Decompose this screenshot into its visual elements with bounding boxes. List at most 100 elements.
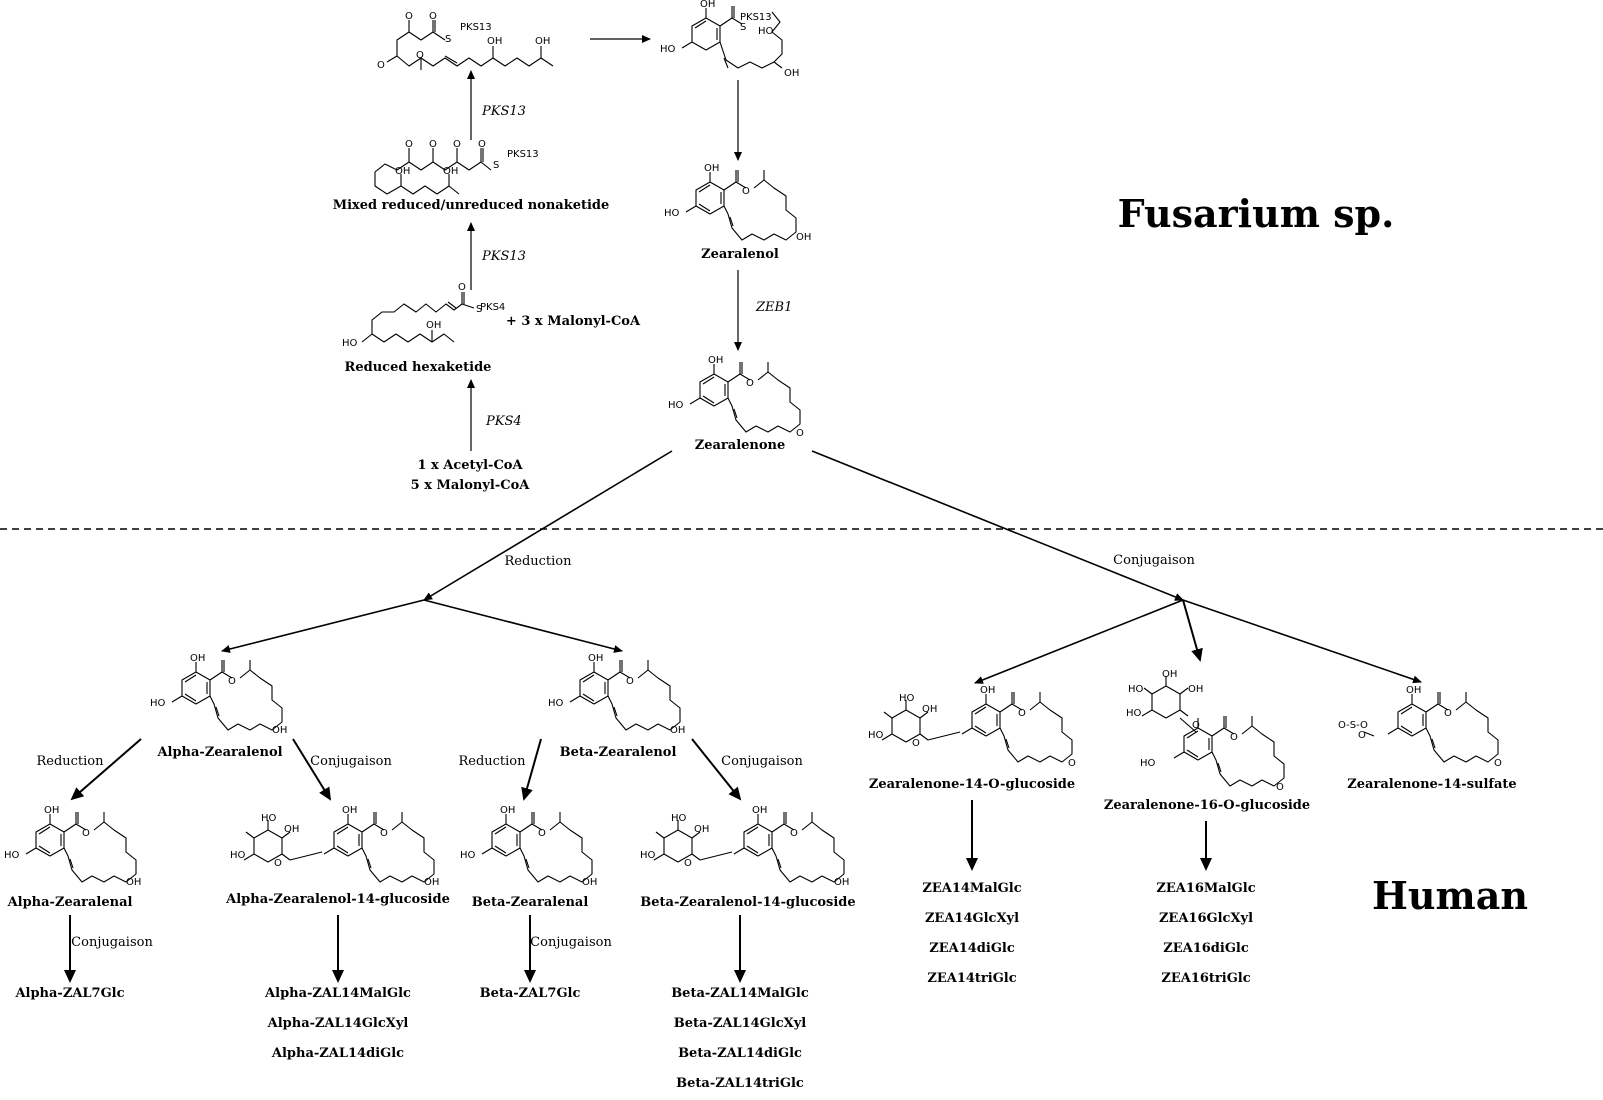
svg-text:HO: HO [868,730,884,741]
zearalenone-structure: OH HO O O [668,355,804,439]
alpha-zearalenal-label: Alpha-Zearalenal [7,895,133,910]
svg-text:O: O [746,378,754,389]
svg-text:OH: OH [708,355,723,366]
reduction-main-label: Reduction [504,554,572,569]
svg-text:O: O [228,676,236,687]
svg-text:O: O [912,738,920,749]
beta-zearalenol-glucoside-label: Beta-Zearalenol-14-glucoside [640,895,855,910]
zea16-item: ZEA16GlcXyl [1159,911,1253,926]
svg-text:O: O [1068,758,1076,769]
svg-text:HO: HO [671,813,687,824]
alpha-conjugation-label: Conjugaison [310,754,392,769]
svg-text:OH: OH [694,824,709,835]
beta-zal14-item: Beta-ZAL14triGlc [676,1076,804,1091]
to-alpha-zearalenol-arrow [221,599,425,653]
zearalenol-structure: OH HO O OH [664,163,811,243]
alpha-zal7glc-label: Alpha-ZAL7Glc [14,986,124,1001]
beta-zal7glc-label: Beta-ZAL7Glc [480,986,581,1001]
alpha-zearalenol-glucoside-structure: HO HO OH O OH O OH [230,805,439,888]
alpha-zearalenol-structure: OH HO O OH [150,653,287,736]
svg-text:HO: HO [660,44,676,55]
to-zea14-sulfate-arrow [1182,599,1422,684]
svg-text:O: O [453,139,461,150]
region-fusarium-label: Fusarium sp. [1118,191,1395,236]
svg-text:OH: OH [582,877,597,888]
svg-text:O: O [458,282,466,293]
beta-reduction-arrow [521,738,542,801]
beta-conjugation-label: Conjugaison [721,754,803,769]
svg-text:OH: OH [834,877,849,888]
svg-text:HO: HO [460,850,476,861]
zea14-item: ZEA14triGlc [927,971,1016,986]
zeb1-enzyme-label: ZEB1 [755,300,792,315]
zea14-item: ZEA14MalGlc [922,881,1021,896]
svg-text:S: S [445,34,451,45]
alpha-reduction-label: Reduction [36,754,104,769]
cyclization-intermediate-structure: O O O O S PKS13 OH OH [377,11,554,71]
reduction-main-arrow [423,450,673,601]
svg-text:S: S [740,22,746,33]
svg-text:O: O [405,139,413,150]
svg-text:O: O [377,60,385,71]
zea14-item: ZEA14diGlc [929,941,1015,956]
to-zea16-glucoside-arrow [1182,599,1203,662]
zearalenone-label: Zearalenone [695,438,786,453]
svg-text:O-S-O: O-S-O [1338,720,1368,731]
zearalenol-label: Zearalenol [701,247,779,262]
aromatization-intermediate-structure: OH HO S PKS13 HO OH [660,0,799,79]
alpha-zearalenol-label: Alpha-Zearalenol [156,745,282,760]
zea14-sulfate-structure: OH O O-S-O O O [1338,685,1502,769]
alpha-conjugation-arrow [292,738,332,801]
svg-text:OH: OH [980,685,995,696]
svg-text:O: O [1358,730,1366,741]
svg-text:OH: OH [922,704,937,715]
alpha-zearalenal-structure: OH HO O OH [4,805,141,888]
alpha-zearalenol-glucoside-label: Alpha-Zearalenol-14-glucoside [225,892,450,907]
start-malonyl-coa-label: 5 x Malonyl-CoA [411,478,531,493]
svg-text:OH: OH [190,653,205,664]
svg-text:PKS13: PKS13 [507,149,539,160]
svg-text:HO: HO [1140,758,1156,769]
plus-malonyl-coa-label: + 3 x Malonyl-CoA [506,314,641,329]
nonaketide-label: Mixed reduced/unreduced nonaketide [333,198,610,213]
beta-zearalenol-label: Beta-Zearalenol [560,745,677,760]
beta-zearalenal-label: Beta-Zearalenal [472,895,589,910]
region-human-label: Human [1372,873,1528,918]
svg-text:O: O [274,858,282,869]
reduced-hexaketide-label: Reduced hexaketide [345,360,492,375]
reduced-hexaketide-structure: HO OH S O PKS4 [342,282,505,349]
beta-zal14-item: Beta-ZAL14MalGlc [671,986,809,1001]
svg-text:HO: HO [668,400,684,411]
svg-text:O: O [416,50,424,61]
zea16-item: ZEA16MalGlc [1156,881,1255,896]
conjugation-main-arrow [811,450,1184,601]
svg-text:PKS4: PKS4 [480,302,505,313]
svg-text:HO: HO [758,26,774,37]
svg-text:O: O [405,11,413,22]
zea14-glucoside-label: Zearalenone-14-O-glucoside [869,777,1075,792]
alpha-zal14-item: Alpha-ZAL14diGlc [271,1046,404,1061]
svg-text:S: S [493,160,499,171]
alpha-zearalenal-conj-label: Conjugaison [71,935,153,950]
alpha-zal14-item: Alpha-ZAL14GlcXyl [267,1016,409,1031]
zea14-sulfate-label: Zearalenone-14-sulfate [1347,777,1516,792]
svg-text:O: O [380,828,388,839]
zea16-glucoside-structure: HO HO OH OH O HO O O [1126,669,1285,793]
alpha-zal14-item: Alpha-ZAL14MalGlc [264,986,411,1001]
svg-text:O: O [742,186,750,197]
svg-text:OH: OH [796,232,811,243]
svg-text:HO: HO [664,208,680,219]
svg-text:HO: HO [150,698,166,709]
beta-reduction-label: Reduction [458,754,526,769]
beta-zearalenal-structure: OH HO O OH [460,805,597,888]
svg-text:OH: OH [670,725,685,736]
svg-text:HO: HO [1128,684,1144,695]
svg-text:OH: OH [487,36,502,47]
svg-text:OH: OH [272,725,287,736]
zea16-glucoside-label: Zearalenone-16-O-glucoside [1104,798,1310,813]
svg-text:OH: OH [700,0,715,10]
svg-text:OH: OH [1188,684,1203,695]
beta-conjugation-arrow [691,738,742,801]
start-acetyl-coa-label: 1 x Acetyl-CoA [417,458,523,473]
beta-zearalenol-structure: OH HO O OH [548,653,685,736]
